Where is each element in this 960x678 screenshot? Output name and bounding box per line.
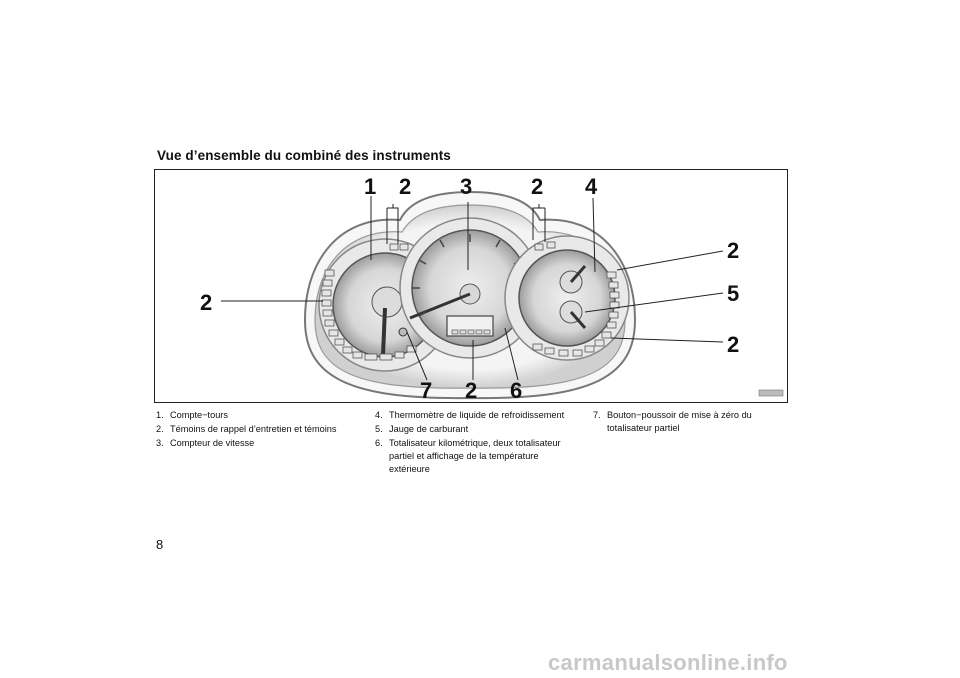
legend-number: 3. xyxy=(156,438,164,448)
callout-3: 3 xyxy=(460,174,472,199)
callout-2-top-left: 2 xyxy=(399,174,411,199)
legend-item: 7. Bouton−poussoir de mise à zéro du tota… xyxy=(593,409,775,435)
legend-column-1: 1. Compte−tours 2. Témoins de rappel d’ent… xyxy=(156,409,361,451)
legend-item: 5. Jauge de carburant xyxy=(375,423,575,436)
callout-2-left: 2 xyxy=(200,290,212,315)
legend-number: 2. xyxy=(156,424,164,434)
legend-item: 1. Compte−tours xyxy=(156,409,361,422)
legend-number: 7. xyxy=(593,410,601,420)
callout-2-top-right: 2 xyxy=(531,174,543,199)
right-gauge-dial xyxy=(518,249,616,347)
trip-reset-knob xyxy=(398,327,408,337)
section-title: Vue d’ensemble du combiné des instrument… xyxy=(157,148,451,163)
callout-6: 6 xyxy=(510,378,522,403)
legend-text: Témoins de rappel d’entretien et témoins xyxy=(170,424,337,434)
figure-code-mark xyxy=(758,389,784,397)
legend-number: 1. xyxy=(156,410,164,420)
legend-item: 2. Témoins de rappel d’entretien et témoi… xyxy=(156,423,361,436)
callout-2-right-bottom: 2 xyxy=(727,332,739,357)
watermark: carmanualsonline.info xyxy=(548,650,788,675)
legend-text: Jauge de carburant xyxy=(389,424,469,434)
legend-number: 5. xyxy=(375,424,383,434)
callout-7: 7 xyxy=(420,378,432,403)
callout-1: 1 xyxy=(364,174,376,199)
legend-number: 6. xyxy=(375,438,383,448)
legend-text: Compteur de vitesse xyxy=(170,438,255,448)
legend-item: 3. Compteur de vitesse xyxy=(156,437,361,450)
legend-column-3: 7. Bouton−poussoir de mise à zéro du tota… xyxy=(593,409,775,436)
page-number: 8 xyxy=(156,537,164,552)
legend-item: 6. Totalisateur kilométrique, deux totali… xyxy=(375,437,575,476)
callout-2-bottom: 2 xyxy=(465,378,477,403)
legend-text: Thermomètre de liquide de refroidissemen… xyxy=(389,410,565,420)
legend-number: 4. xyxy=(375,410,383,420)
right-warning-lamps xyxy=(532,241,620,357)
legend-item: 4. Thermomètre de liquide de refroidissem… xyxy=(375,409,575,422)
callout-5: 5 xyxy=(727,281,739,306)
instrument-cluster-diagram: 1 2 3 2 4 2 2 5 2 7 2 6 xyxy=(200,174,784,403)
legend-text: Bouton−poussoir de mise à zéro du totali… xyxy=(607,410,752,433)
legend-text: Compte−tours xyxy=(170,410,228,420)
legend-column-2: 4. Thermomètre de liquide de refroidissem… xyxy=(375,409,575,477)
tachometer-needle xyxy=(381,307,387,356)
callout-4: 4 xyxy=(585,174,598,199)
speedometer-needle xyxy=(409,292,471,320)
left-warning-lamps xyxy=(321,243,417,361)
legend-text: Totalisateur kilométrique, deux totalisa… xyxy=(389,438,561,474)
callout-2-right-top: 2 xyxy=(727,238,739,263)
instrument-cluster-figure: 1 2 3 2 4 2 2 5 2 7 2 6 xyxy=(154,169,788,403)
